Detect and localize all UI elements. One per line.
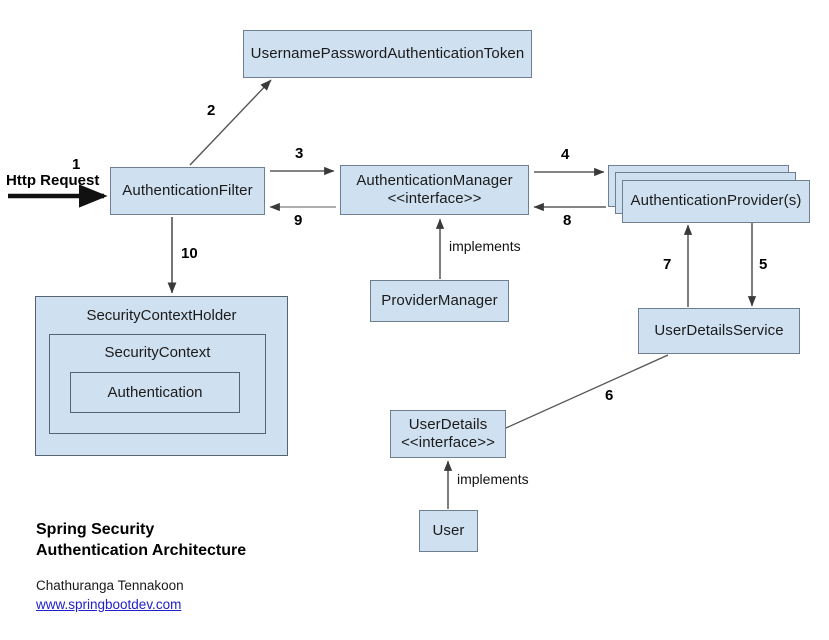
step-number-2: 2 [207,102,216,119]
node-label-line1: AuthenticationManager [356,171,513,189]
diagram-title-line-2: Authentication Architecture [36,542,247,559]
node-authentication-filter[interactable]: AuthenticationFilter [110,167,265,215]
implements-label-user: implements [457,471,529,487]
node-label-line2: <<interface>> [401,434,495,451]
node-label: AuthenticationFilter [122,181,253,199]
node-authentication[interactable]: Authentication [70,372,240,413]
step-number-8: 8 [563,212,572,229]
node-user[interactable]: User [419,510,478,552]
step-number-10: 10 [181,245,198,262]
node-provider-manager[interactable]: ProviderManager [370,280,509,322]
step-number-6: 6 [605,387,614,404]
node-authentication-provider[interactable]: AuthenticationProvider(s) [622,180,810,223]
step-number-1: 1 [72,156,81,173]
edge-6-userdetails-to-service [505,354,669,429]
diagram-website-link[interactable]: www.springbootdev.com [36,597,182,612]
edge-2-filter-to-token [189,79,272,166]
node-label: UserDetailsService [654,321,784,339]
node-authentication-manager[interactable]: AuthenticationManager <<interface>> [340,165,529,215]
diagram-author: Chathuranga Tennakoon [36,578,184,593]
step-number-7: 7 [663,256,672,273]
node-authentication-label: Authentication [107,384,203,401]
node-user-details[interactable]: UserDetails <<interface>> [390,410,506,458]
node-label: ProviderManager [381,291,498,309]
node-security-context-label: SecurityContext [104,344,211,361]
node-username-password-authentication-token[interactable]: UsernamePasswordAuthenticationToken [243,30,532,78]
node-user-details-service[interactable]: UserDetailsService [638,308,800,354]
implements-label-provider-manager: implements [449,238,521,254]
node-label: User [432,521,465,539]
node-label: AuthenticationProvider(s) [630,192,802,210]
node-label-line1: UserDetails [408,415,488,433]
diagram-title-line-1: Spring Security [36,521,155,538]
node-label-line2: <<interface>> [387,190,482,207]
node-label: UsernamePasswordAuthenticationToken [250,44,525,62]
step-number-4: 4 [561,146,570,163]
http-request-label: Http Request [6,172,100,189]
step-number-5: 5 [759,256,768,273]
step-number-3: 3 [295,145,304,162]
node-security-context-holder-label: SecurityContextHolder [86,307,237,324]
step-number-9: 9 [294,212,303,229]
